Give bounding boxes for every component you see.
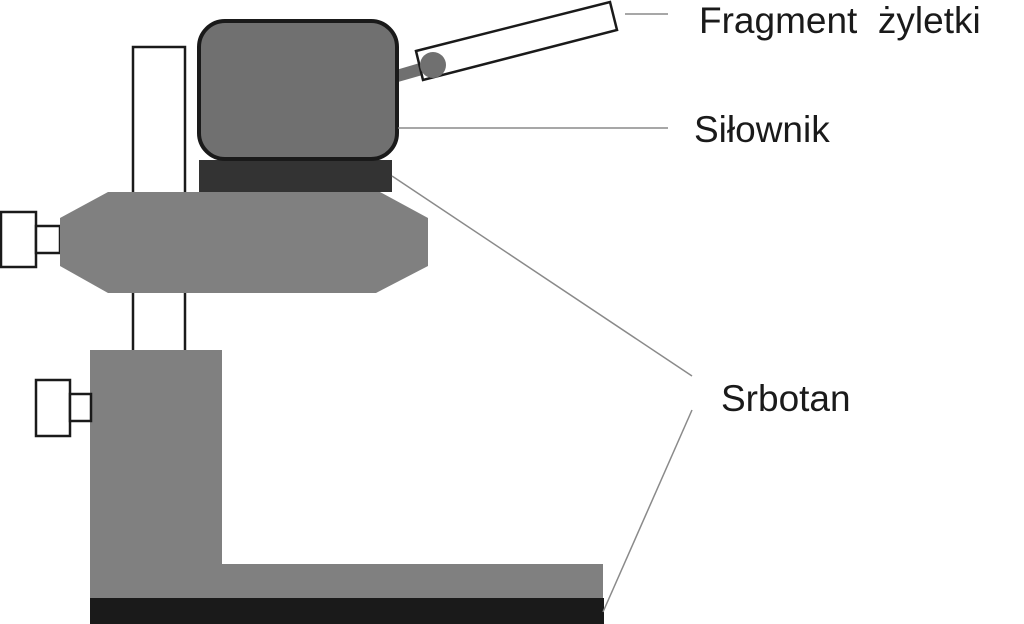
lower-knob-shaft [68, 392, 93, 423]
blade-fragment [414, 0, 619, 82]
lower-adjustment-knob [34, 378, 72, 438]
arm-pivot [420, 52, 446, 78]
actuator-mount-plate [199, 160, 392, 192]
label-stand: Srbotan [721, 378, 851, 419]
upper-adjustment-knob [0, 210, 38, 269]
upper-knob-shaft [34, 224, 62, 255]
leader-line-stand-upper [391, 175, 693, 377]
actuator-body [197, 19, 399, 161]
label-actuator: Siłownik [694, 109, 830, 150]
carriage-block [60, 192, 428, 293]
label-blade-fragment: Fragment żyletki [699, 0, 981, 41]
base-plate [90, 598, 604, 624]
leader-line-stand-lower [602, 409, 693, 613]
l-stand-body [90, 350, 603, 600]
